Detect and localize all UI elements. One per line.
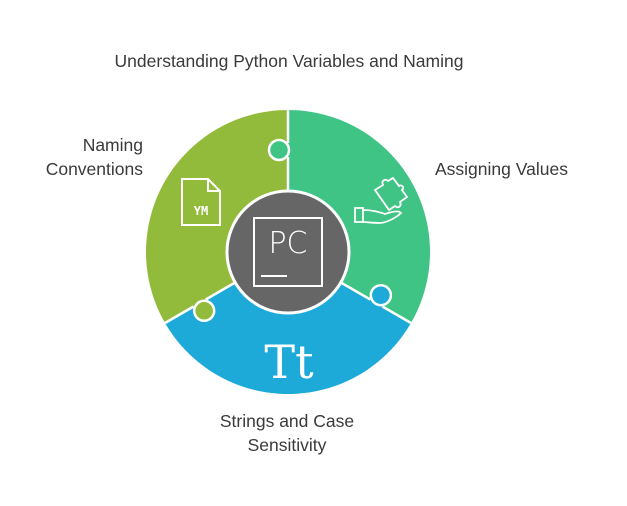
label-line: Conventions <box>45 159 143 179</box>
label-strings-case: Strings and Case Sensitivity <box>187 409 387 457</box>
segment-divider <box>205 281 236 301</box>
logo-text: PC <box>268 226 307 261</box>
label-line: Assigning Values <box>435 159 568 179</box>
puzzle-knob <box>267 138 291 162</box>
puzzle-knob <box>192 299 216 323</box>
segment-divider <box>381 305 414 326</box>
label-line: Strings and Case <box>219 411 355 431</box>
yml-text: YM <box>194 204 208 218</box>
segment-divider <box>162 305 195 326</box>
pycharm-logo-icon: PC <box>253 217 323 287</box>
hand-puzzle-icon <box>354 176 409 224</box>
segment-divider <box>340 281 371 301</box>
puzzle-knob <box>369 283 393 307</box>
label-line: Naming <box>82 135 143 155</box>
diagram-title: Understanding Python Variables and Namin… <box>114 51 464 71</box>
label-assigning-values: Assigning Values <box>435 157 568 181</box>
label-line: Sensitivity <box>247 435 327 455</box>
center-circle <box>225 189 351 315</box>
label-naming-conventions: Naming Conventions <box>46 133 143 181</box>
text-size-icon: Tt <box>264 335 314 389</box>
yml-file-icon: YM <box>181 178 221 226</box>
